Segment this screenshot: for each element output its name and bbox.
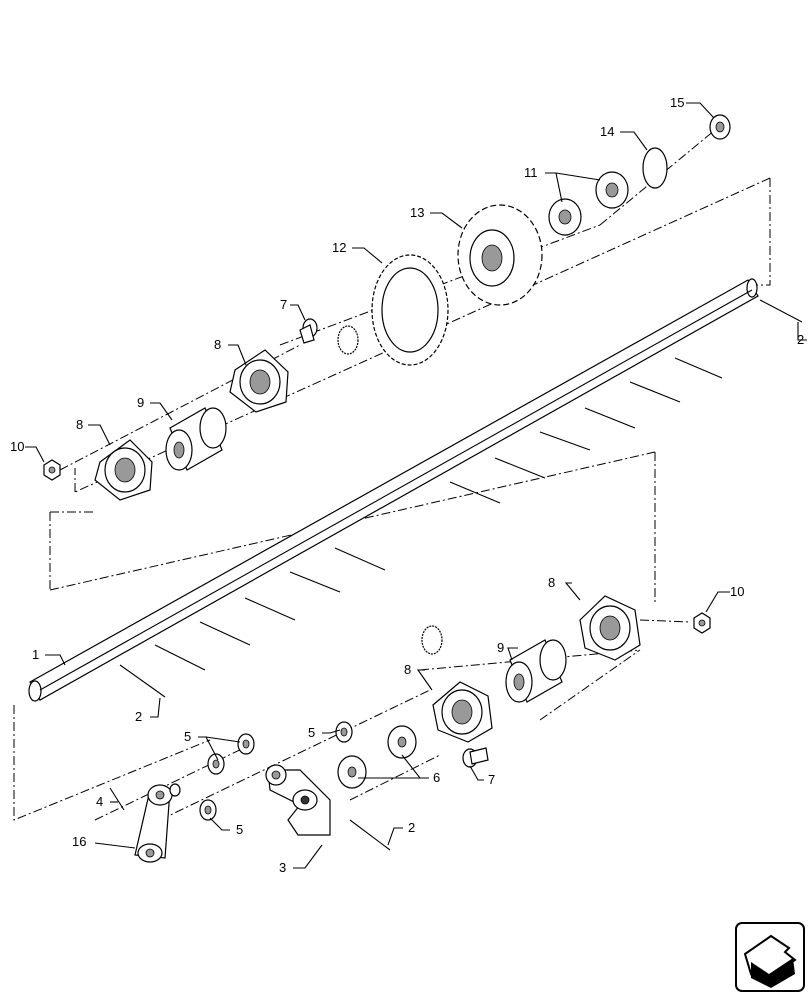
flange-bearing-housing [229, 349, 289, 413]
shim-gear [337, 325, 359, 355]
callout-13: 13 [410, 205, 424, 220]
washer [207, 753, 225, 775]
callout-7a: 7 [280, 297, 287, 312]
next-page-arrow-icon[interactable] [735, 922, 805, 992]
nut [709, 114, 731, 140]
leader-lines [25, 102, 807, 869]
callout-9b: 9 [497, 640, 504, 655]
callout-4: 4 [96, 794, 103, 809]
bolt [299, 318, 318, 344]
callout-2c: 2 [408, 820, 415, 835]
callout-7b: 7 [488, 772, 495, 787]
callout-8d: 8 [404, 662, 411, 677]
washer [237, 733, 255, 755]
shim-gear [421, 625, 443, 655]
bracket [265, 764, 391, 851]
bearing [165, 407, 227, 471]
roll-pins [119, 299, 803, 698]
callout-16: 16 [72, 834, 86, 849]
chain-coupling [371, 254, 449, 366]
snap-ring [642, 147, 668, 189]
callout-2b: 2 [797, 332, 804, 347]
callout-1: 1 [32, 647, 39, 662]
callout-12: 12 [332, 240, 346, 255]
callout-5c: 5 [308, 725, 315, 740]
callout-14: 14 [600, 124, 614, 139]
callout-3: 3 [279, 860, 286, 875]
callout-8b: 8 [214, 337, 221, 352]
bolt [462, 747, 489, 768]
callout-5a: 5 [184, 729, 191, 744]
ball-bearing [548, 198, 582, 236]
callout-8c: 8 [548, 575, 555, 590]
callout-6: 6 [433, 770, 440, 785]
lever-arm [134, 783, 181, 863]
bearing [505, 639, 567, 703]
callout-9a: 9 [137, 395, 144, 410]
ball-bearing [595, 171, 629, 209]
flange-bearing-housing [432, 681, 493, 743]
washer [199, 799, 217, 821]
callout-2a: 2 [135, 709, 142, 724]
sprocket [457, 204, 543, 306]
callout-11: 11 [524, 165, 538, 180]
flange-bearing-housing [579, 595, 641, 661]
callout-15: 15 [670, 95, 684, 110]
flange-bearing-housing [94, 439, 153, 501]
washer [335, 721, 353, 743]
shaft [28, 278, 759, 702]
callout-10b: 10 [730, 584, 744, 599]
pin [109, 787, 125, 811]
lock-nut [43, 459, 61, 481]
washer [387, 725, 417, 759]
callout-10a: 10 [10, 439, 24, 454]
lock-nut [693, 612, 711, 634]
washer [337, 755, 367, 789]
callout-8a: 8 [76, 417, 83, 432]
callout-5b: 5 [236, 822, 243, 837]
